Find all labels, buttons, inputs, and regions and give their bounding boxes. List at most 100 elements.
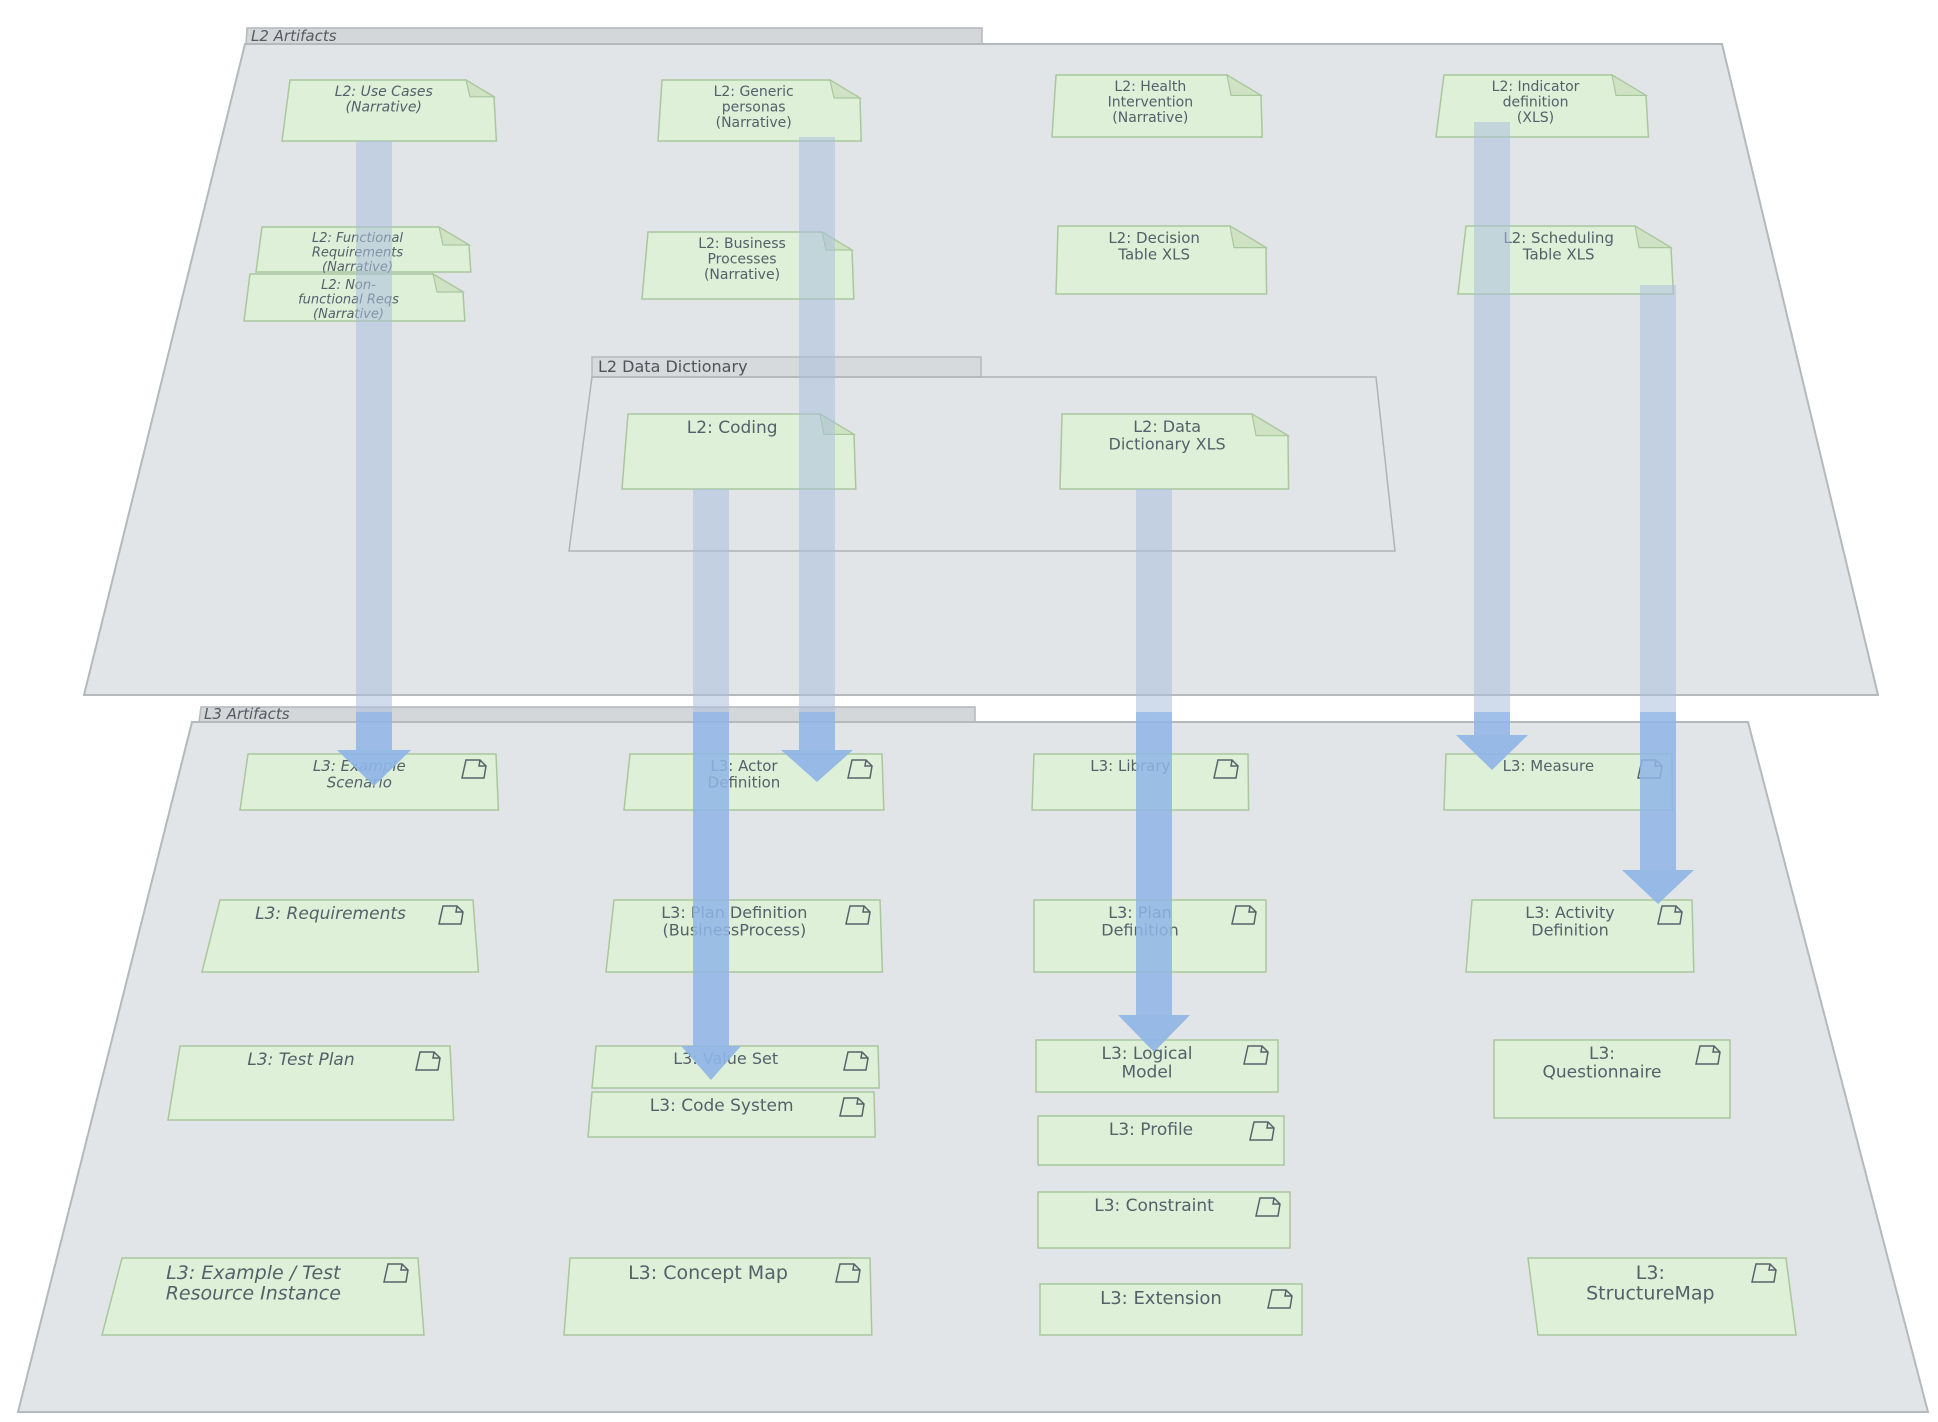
arrow-personas-to-actor-definition — [781, 137, 853, 782]
note-value-set[interactable]: L3: Value Set — [591, 1045, 880, 1089]
note-plan-definition-bp[interactable]: L3: Plan Definition(BusinessProcess) — [605, 899, 884, 973]
note-label-line: Resource Instance — [166, 1283, 341, 1305]
document-icon — [461, 759, 487, 779]
note-label-line: L3: Requirements — [255, 904, 406, 924]
folded-corner-icon — [1634, 224, 1674, 249]
arrow-shaft — [356, 712, 392, 750]
note-label: L3: Plan Definition(BusinessProcess) — [661, 903, 807, 940]
note-label-line: (XLS) — [1517, 110, 1554, 126]
folded-corner-icon — [1251, 412, 1291, 437]
l2-data-dictionary-group: L2 Data Dictionary — [568, 356, 1396, 552]
note-label-line: Model — [1121, 1063, 1172, 1083]
note-label-line: L2: Indicator — [1492, 79, 1580, 95]
document-icon — [1267, 1289, 1293, 1309]
document-icon — [1657, 905, 1683, 925]
note-measure[interactable]: L3: Measure — [1443, 753, 1674, 811]
note-label-line: L3: Test Plan — [247, 1050, 354, 1070]
note-label-line: Table XLS — [1522, 246, 1595, 264]
folded-corner-icon — [1611, 73, 1649, 97]
document-icon — [1695, 1045, 1721, 1065]
note-label-line: L2: Scheduling — [1503, 229, 1614, 247]
note-label: L3: Test Plan — [247, 1050, 354, 1070]
document-icon — [843, 1051, 869, 1071]
document-icon — [845, 905, 871, 925]
arrow-scheduling-to-activity-definition — [1622, 285, 1694, 904]
document-icon — [415, 1051, 441, 1071]
note-label-line: L3: Example / Test — [166, 1262, 342, 1284]
folded-corner-icon — [432, 272, 466, 293]
note-label-line: L3: Extension — [1100, 1288, 1222, 1309]
arrow-use-cases-to-example-scenario — [337, 141, 411, 786]
arrow-shaft — [799, 137, 835, 712]
note-constraint[interactable]: L3: Constraint — [1037, 1191, 1291, 1249]
down-arrow-head — [1456, 735, 1528, 770]
note-label-line: L3: Constraint — [1094, 1196, 1214, 1216]
document-icon — [438, 905, 464, 925]
note-structure-map[interactable]: L3:StructureMap — [1527, 1257, 1797, 1336]
note-label: L3: Concept Map — [628, 1262, 788, 1284]
note-profile[interactable]: L3: Profile — [1037, 1115, 1285, 1166]
note-label-line: L3: Logical — [1102, 1044, 1193, 1064]
note-non-functional-reqs[interactable]: L2: Non-functional Reqs(Narrative) — [243, 272, 466, 322]
note-questionnaire[interactable]: L3:Questionnaire — [1493, 1039, 1731, 1119]
note-label-line: personas — [722, 100, 786, 116]
note-label: L3: Requirements — [255, 904, 406, 924]
arrow-coding-to-value-set — [681, 489, 741, 1080]
note-test-plan[interactable]: L3: Test Plan — [167, 1045, 455, 1121]
arrow-shaft — [693, 712, 729, 1046]
note-label-line: Definition — [1531, 921, 1608, 940]
note-label-line: L2: Use Cases — [335, 84, 433, 100]
note-label-line: (Narrative) — [1112, 110, 1188, 126]
note-label-line: L3: Measure — [1503, 757, 1594, 775]
note-label-line: L3: — [1589, 1044, 1615, 1064]
note-label-line: L2: Decision — [1108, 229, 1200, 247]
note-label-line: L3: Activity — [1525, 903, 1614, 922]
note-concept-map[interactable]: L3: Concept Map — [563, 1257, 873, 1336]
down-arrow-head — [781, 750, 853, 782]
arrow-shaft — [1136, 712, 1172, 1015]
note-label-line: Table XLS — [1117, 246, 1190, 264]
note-label-line: L2: Coding — [687, 418, 778, 438]
note-label-line: L2: Generic — [714, 84, 794, 100]
note-label-line: definition — [1503, 95, 1569, 111]
folded-corner-icon — [829, 78, 863, 99]
arrow-shaft — [1640, 285, 1676, 712]
l2-plane-title: L2 Artifacts — [251, 27, 337, 45]
note-label-line: L3: Plan Definition — [661, 903, 807, 922]
note-requirements[interactable]: L3: Requirements — [201, 899, 480, 973]
note-label-line: (BusinessProcess) — [662, 921, 806, 940]
note-use-cases[interactable]: L2: Use Cases(Narrative) — [281, 78, 498, 142]
note-code-system[interactable]: L3: Code System — [587, 1091, 876, 1138]
note-extension[interactable]: L3: Extension — [1039, 1283, 1303, 1336]
arrow-shaft — [799, 712, 835, 750]
document-icon — [1231, 905, 1257, 925]
down-arrow-head — [681, 1046, 741, 1080]
document-icon — [835, 1263, 861, 1283]
note-label-line: (Narrative) — [716, 115, 792, 131]
note-label: L2: Coding — [687, 418, 778, 438]
note-label: L3: Constraint — [1094, 1196, 1214, 1216]
arrow-indicator-to-measure — [1456, 122, 1528, 770]
note-label: L2: Use Cases(Narrative) — [335, 84, 433, 116]
folded-corner-icon — [465, 78, 497, 98]
note-label-line: (Narrative) — [704, 267, 780, 283]
note-label: L3:StructureMap — [1586, 1262, 1714, 1305]
document-icon — [1243, 1045, 1269, 1065]
